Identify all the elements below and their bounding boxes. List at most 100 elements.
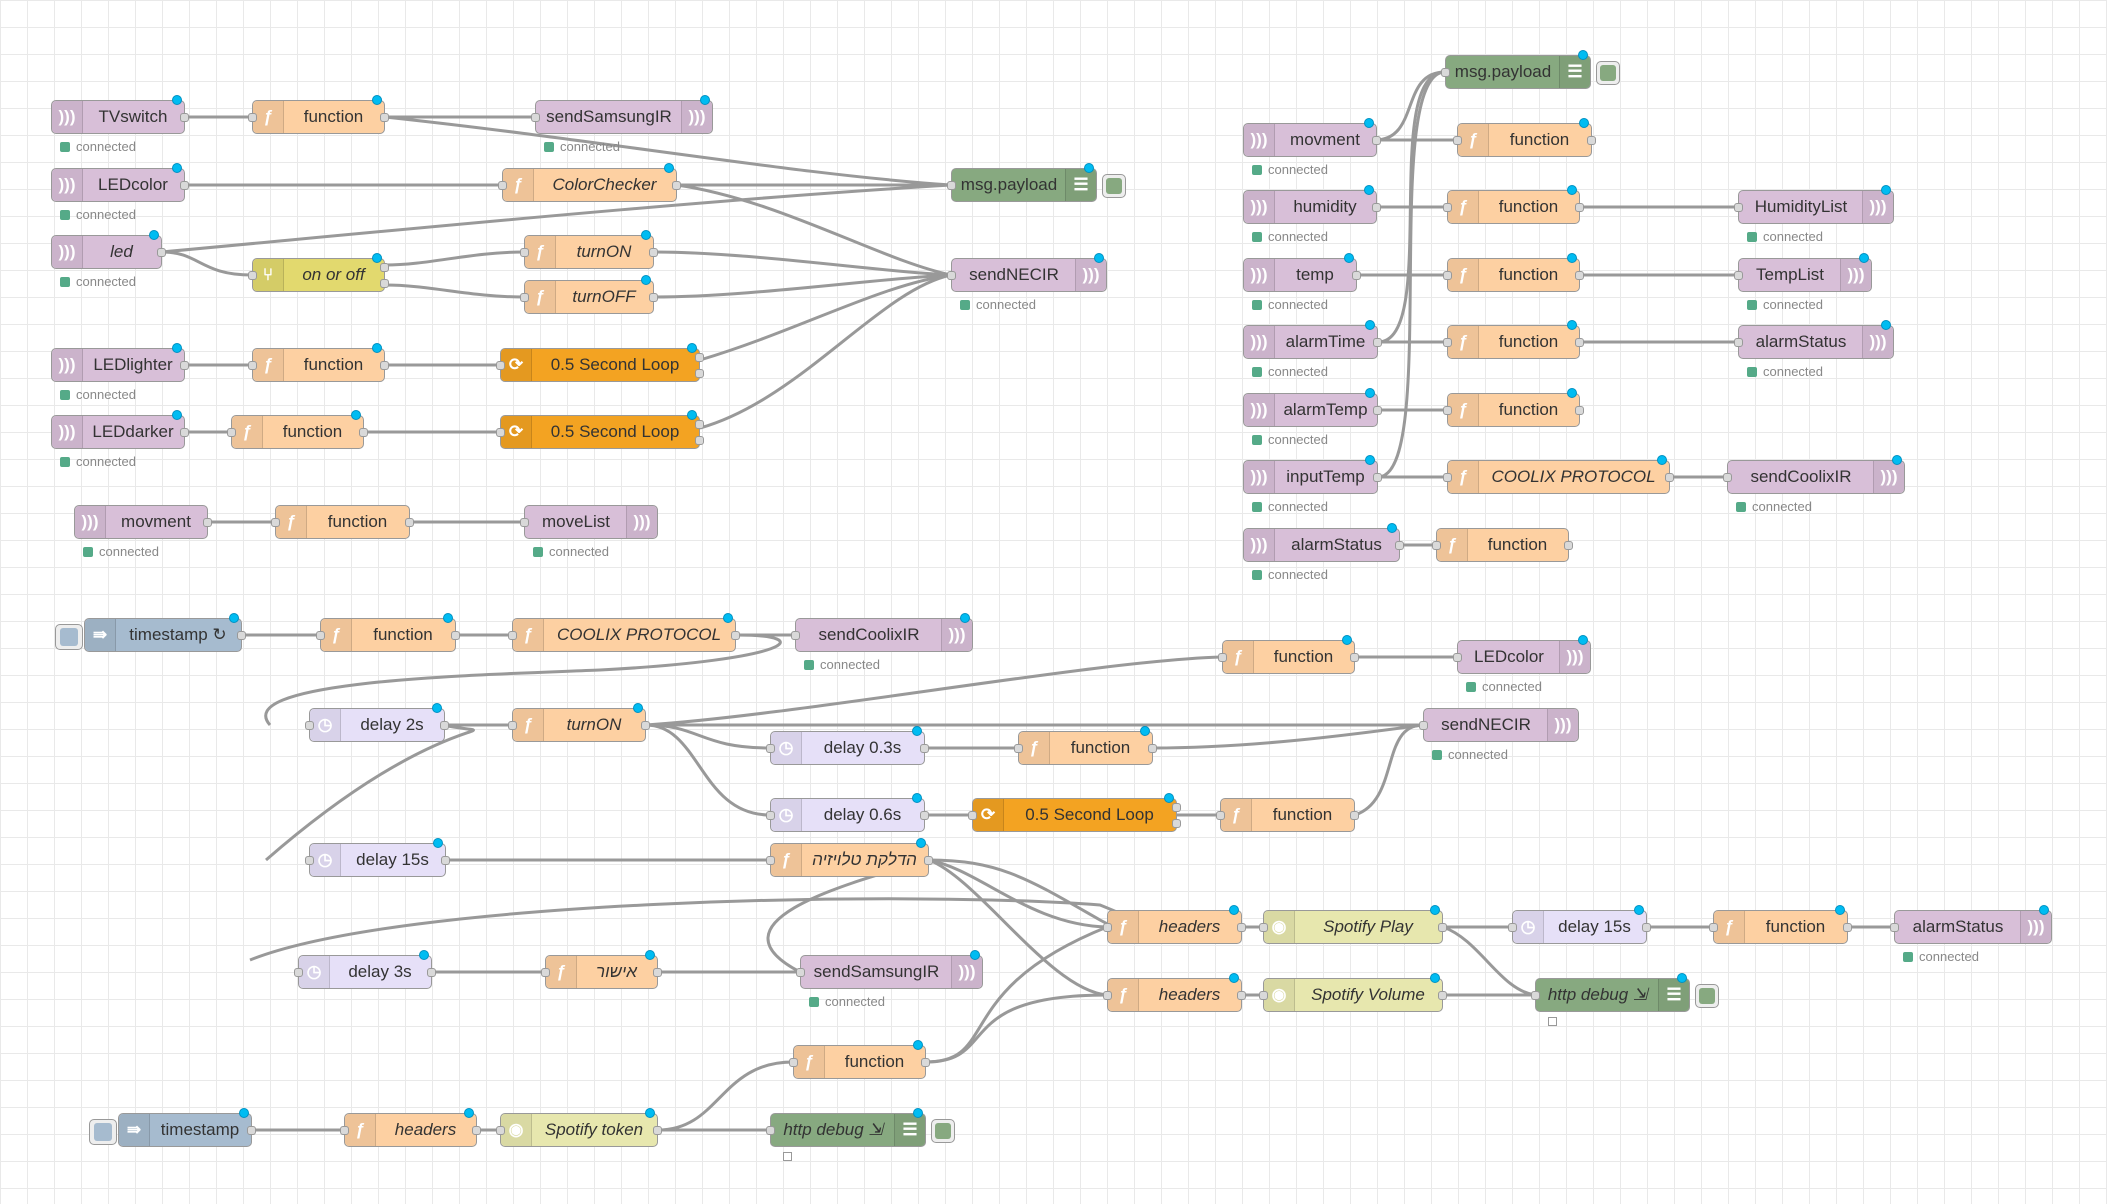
input-port[interactable] xyxy=(1508,923,1517,932)
coolix-protocol-function-node[interactable]: ƒ COOLIX PROTOCOL xyxy=(1443,455,1674,494)
output-port-2[interactable] xyxy=(695,436,704,445)
output-port[interactable] xyxy=(237,631,246,640)
input-port[interactable] xyxy=(796,968,805,977)
input-port[interactable] xyxy=(1443,406,1452,415)
led-input-node[interactable]: ))) led connected xyxy=(51,230,166,289)
input-port[interactable] xyxy=(520,248,529,257)
input-port[interactable] xyxy=(968,811,977,820)
input-port[interactable] xyxy=(1216,811,1225,820)
input-port[interactable] xyxy=(508,631,517,640)
turnon-function-node[interactable]: ƒ turnON xyxy=(508,703,650,742)
output-port[interactable] xyxy=(653,968,662,977)
input-port[interactable] xyxy=(789,1058,798,1067)
output-port[interactable] xyxy=(1438,991,1447,1000)
input-port[interactable] xyxy=(305,721,314,730)
input-port[interactable] xyxy=(305,856,314,865)
output-port[interactable] xyxy=(920,811,929,820)
coolix-protocol-function-node[interactable]: ƒ COOLIX PROTOCOL xyxy=(508,613,740,652)
debug-toggle-button[interactable] xyxy=(1596,61,1620,85)
input-port[interactable] xyxy=(1432,541,1441,550)
input-port[interactable] xyxy=(1723,473,1732,482)
delay-3s-node[interactable]: ◷ delay 3s xyxy=(294,950,436,989)
input-port[interactable] xyxy=(766,1126,775,1135)
output-port[interactable] xyxy=(1575,271,1584,280)
temp-input-node[interactable]: ))) temp connected xyxy=(1243,253,1361,312)
function-node[interactable]: ƒ function xyxy=(1443,253,1584,292)
input-port[interactable] xyxy=(248,113,257,122)
loop-node[interactable]: ⟳ 0.5 Second Loop xyxy=(968,793,1181,832)
output-port[interactable] xyxy=(649,293,658,302)
input-port[interactable] xyxy=(1709,923,1718,932)
input-port[interactable] xyxy=(1734,271,1743,280)
output-port[interactable] xyxy=(1642,923,1651,932)
ledlighter-input-node[interactable]: ))) LEDlighter connected xyxy=(51,343,189,402)
input-port[interactable] xyxy=(1014,744,1023,753)
input-port[interactable] xyxy=(496,1126,505,1135)
delay-06s-node[interactable]: ◷ delay 0.6s xyxy=(766,793,929,832)
output-port[interactable] xyxy=(1372,203,1381,212)
movelist-output-node[interactable]: moveList ))) connected xyxy=(520,505,658,559)
input-port[interactable] xyxy=(766,811,775,820)
output-port[interactable] xyxy=(1372,136,1381,145)
output-port[interactable] xyxy=(180,361,189,370)
headers-function-node[interactable]: ƒ headers xyxy=(340,1108,481,1147)
output-port[interactable] xyxy=(380,361,389,370)
function-node[interactable]: ƒ function xyxy=(248,343,389,382)
input-port[interactable] xyxy=(1441,68,1450,77)
input-port[interactable] xyxy=(766,856,775,865)
input-port[interactable] xyxy=(1218,653,1227,662)
delay-15s-node[interactable]: ◷ delay 15s xyxy=(1508,905,1651,944)
inputtemp-input-node[interactable]: ))) inputTemp connected xyxy=(1243,455,1382,514)
delay-2s-node[interactable]: ◷ delay 2s xyxy=(305,703,449,742)
tv-on-function-node[interactable]: ƒ הדלקת טלויזיה xyxy=(766,838,933,877)
alarmstatus-output-node[interactable]: alarmStatus ))) connected xyxy=(1890,905,2052,964)
headers-function-node[interactable]: ƒ headers xyxy=(1103,905,1246,944)
inject-button[interactable] xyxy=(89,1119,117,1145)
input-port[interactable] xyxy=(1443,203,1452,212)
output-port[interactable] xyxy=(1575,203,1584,212)
output-port[interactable] xyxy=(1843,923,1852,932)
output-port[interactable] xyxy=(380,113,389,122)
input-port[interactable] xyxy=(1419,721,1428,730)
output-port[interactable] xyxy=(1350,811,1359,820)
input-port[interactable] xyxy=(340,1126,349,1135)
function-node[interactable]: ƒ function xyxy=(316,613,460,652)
function-node[interactable]: ƒ function xyxy=(1453,118,1596,157)
delay-03s-node[interactable]: ◷ delay 0.3s xyxy=(766,726,929,765)
send-nec-ir-node[interactable]: sendNECIR ))) connected xyxy=(1419,708,1579,762)
input-port[interactable] xyxy=(1734,338,1743,347)
msg-payload-debug-node[interactable]: msg.payload ☰ xyxy=(1441,50,1620,89)
colorchecker-function-node[interactable]: ƒ ColorChecker xyxy=(498,163,681,202)
alarmtemp-input-node[interactable]: ))) alarmTemp connected xyxy=(1243,388,1382,447)
output-port[interactable] xyxy=(180,428,189,437)
input-port[interactable] xyxy=(1453,136,1462,145)
humiditylist-output-node[interactable]: HumidityList ))) connected xyxy=(1734,185,1894,244)
input-port[interactable] xyxy=(1443,338,1452,347)
input-port[interactable] xyxy=(248,361,257,370)
spotify-token-http-node[interactable]: ◉ Spotify token xyxy=(496,1108,662,1147)
spotify-play-http-node[interactable]: ◉ Spotify Play xyxy=(1259,905,1447,944)
msg-payload-debug-node[interactable]: msg.payload ☰ xyxy=(947,163,1126,202)
output-port[interactable] xyxy=(1587,136,1596,145)
send-nec-ir-node[interactable]: sendNECIR ))) connected xyxy=(947,253,1107,312)
input-port[interactable] xyxy=(791,631,800,640)
input-port[interactable] xyxy=(271,518,280,527)
input-port[interactable] xyxy=(248,271,257,280)
input-port[interactable] xyxy=(1734,203,1743,212)
function-node[interactable]: ƒ function xyxy=(1443,388,1584,427)
input-port[interactable] xyxy=(520,518,529,527)
output-port[interactable] xyxy=(731,631,740,640)
output-port[interactable] xyxy=(157,248,166,257)
output-port[interactable] xyxy=(1373,406,1382,415)
humidity-input-node[interactable]: ))) humidity connected xyxy=(1243,185,1381,244)
input-port[interactable] xyxy=(1259,923,1268,932)
output-port[interactable] xyxy=(1665,473,1674,482)
input-port[interactable] xyxy=(496,428,505,437)
input-port[interactable] xyxy=(766,744,775,753)
input-port[interactable] xyxy=(498,181,507,190)
on-or-off-switch-node[interactable]: ⑂ on or off xyxy=(248,253,389,292)
input-port[interactable] xyxy=(227,428,236,437)
input-port[interactable] xyxy=(531,113,540,122)
output-port[interactable] xyxy=(451,631,460,640)
function-node[interactable]: ƒ function xyxy=(1709,905,1852,944)
